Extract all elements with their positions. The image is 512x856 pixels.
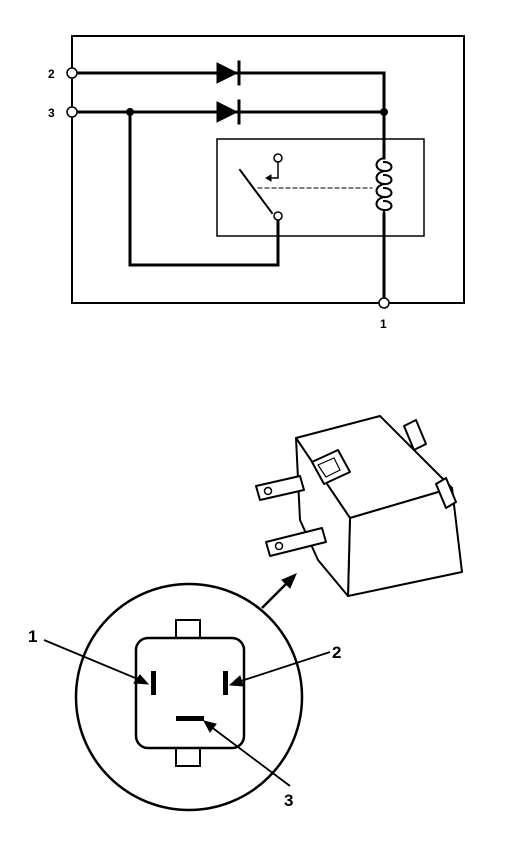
pin-slot-2 [223,671,228,695]
terminal-3-node [66,106,78,118]
switch-feed-loop [128,110,280,267]
terminal-3-label: 3 [48,106,55,120]
callout-2-leader [237,651,331,683]
junction-dot [126,108,134,116]
diode-icon [216,60,241,86]
pin-slot-3 [176,716,204,721]
relay-spade-terminal [255,475,305,501]
relay-schematic [66,35,465,309]
relay-front-face [295,437,351,597]
connector-pointer-arrow [261,573,297,609]
switch-contact-top [273,153,283,163]
relay-tab [435,477,457,509]
relay-spade-terminal [265,527,327,557]
callout-3-label: 3 [284,791,293,810]
contact-stem [269,161,279,179]
callout-1-label: 1 [28,627,37,646]
relay-box [216,138,425,237]
terminal-2-label: 2 [48,67,55,81]
relay-illustration [255,415,463,597]
connector-housing [134,636,246,750]
switch-contact-bottom [273,211,283,221]
connector-face-view [74,582,304,812]
switch-blade [238,168,274,215]
terminal-1-label: 1 [380,317,387,331]
relay-tab [403,419,427,451]
junction-dot [380,108,388,116]
contact-arrow [265,174,272,182]
coil-icon [375,156,393,215]
terminal-2-node [66,67,78,79]
connector-view-circle [74,582,304,812]
callout-3-leader [209,725,291,787]
schematic-enclosure [71,35,465,304]
pin-slot-1 [151,671,156,695]
terminal-1-node [378,297,390,309]
callout-2-label: 2 [332,643,341,662]
callout-leaders [43,639,331,787]
diode-icon [216,99,241,125]
callout-1-leader [43,639,141,681]
